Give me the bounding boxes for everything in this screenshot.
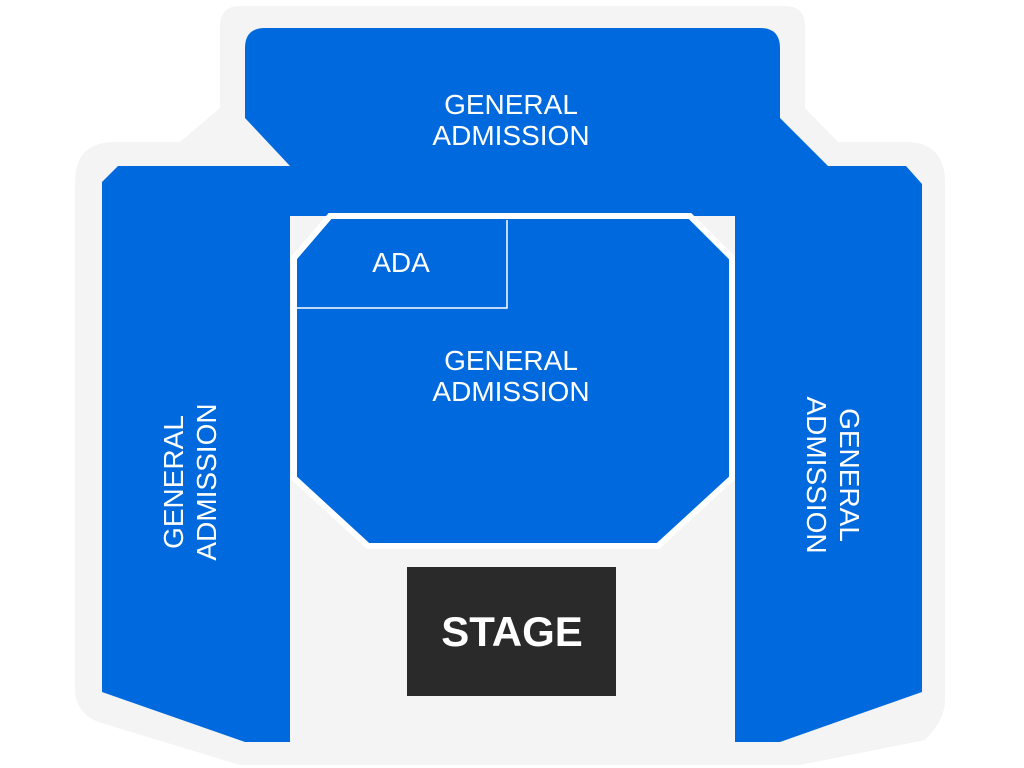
- section-ga-floor-label-line1: GENERAL: [444, 345, 578, 376]
- section-ga-top-label-line1: GENERAL: [444, 89, 578, 120]
- section-ga-right-shape: [735, 166, 922, 742]
- stage-label: STAGE: [441, 608, 583, 655]
- section-ga-right-label-line1: GENERAL: [834, 408, 865, 542]
- section-ga-floor-label-line2: ADMISSION: [432, 376, 589, 407]
- section-ga-left-label-line1: GENERAL: [158, 415, 189, 549]
- section-ga-floor[interactable]: [291, 213, 735, 549]
- section-ga-left[interactable]: [102, 166, 290, 742]
- section-ga-top[interactable]: [245, 28, 828, 166]
- section-ga-top-band: [290, 166, 735, 216]
- section-ada[interactable]: [297, 220, 508, 309]
- stage: [407, 567, 616, 696]
- section-ada-shape: [297, 220, 508, 309]
- section-ga-left-shape: [102, 166, 290, 742]
- section-ada-label: ADA: [372, 247, 430, 278]
- section-ga-left-label-line2: ADMISSION: [191, 403, 222, 560]
- section-ga-right[interactable]: [735, 166, 922, 742]
- section-ga-top-label-line2: ADMISSION: [432, 120, 589, 151]
- section-ga-floor-shape: [291, 213, 735, 549]
- section-ga-right-label-line2: ADMISSION: [801, 396, 832, 553]
- section-ga-top-shape: [245, 28, 828, 166]
